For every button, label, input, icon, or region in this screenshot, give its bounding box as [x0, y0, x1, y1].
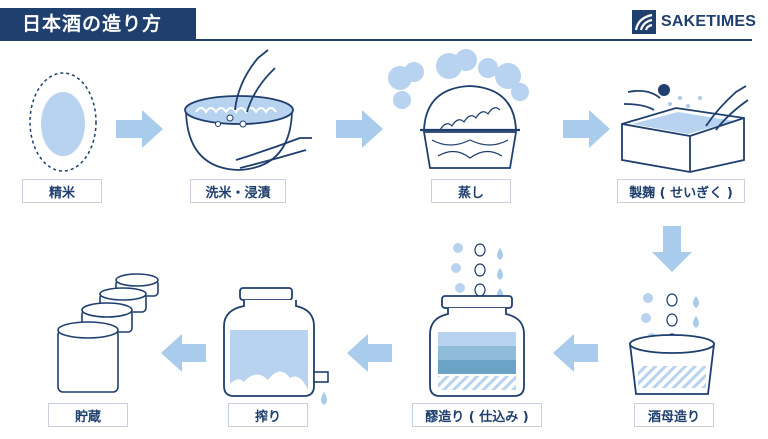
- pressing-vessel-icon: [223, 287, 329, 405]
- step-label-moromi: 醪造り ( 仕込み ): [412, 403, 542, 427]
- flow-arrow-1: [116, 110, 163, 148]
- storage-tanks-icon: [57, 273, 159, 393]
- flow-arrow-4: [652, 226, 692, 272]
- step-label-seigiku: 製麹 ( せいぎく ): [617, 179, 745, 203]
- flow-arrow-2: [336, 110, 383, 148]
- koji-tray-icon: [621, 84, 749, 173]
- page-title: 日本酒の造り方: [0, 8, 196, 40]
- step-label-senmai-shinseki: 洗米・浸漬: [190, 179, 286, 203]
- moromi-tank-icon: [429, 243, 525, 397]
- flow-arrow-3: [563, 110, 610, 148]
- rice-grain-icon: [29, 72, 97, 172]
- step-label-shubo: 酒母造り: [634, 403, 714, 427]
- steaming-pot-icon: [388, 49, 529, 169]
- title-underline: [0, 39, 752, 41]
- brand-name: SAKETIMES: [661, 13, 757, 30]
- flow-arrow-7: [161, 334, 206, 372]
- brand-logo: SAKETIMES: [632, 9, 756, 35]
- saketimes-logo-icon: [632, 10, 656, 34]
- flow-arrow-6: [347, 334, 392, 372]
- washing-bowl-icon: [184, 49, 312, 171]
- step-label-mushi: 蒸し: [431, 179, 511, 203]
- step-label-seimai: 精米: [22, 179, 102, 203]
- shubo-tub-icon: [628, 293, 716, 395]
- step-label-shibori: 搾り: [228, 403, 308, 427]
- flow-arrow-5: [553, 334, 598, 372]
- step-label-chozo: 貯蔵: [48, 403, 128, 427]
